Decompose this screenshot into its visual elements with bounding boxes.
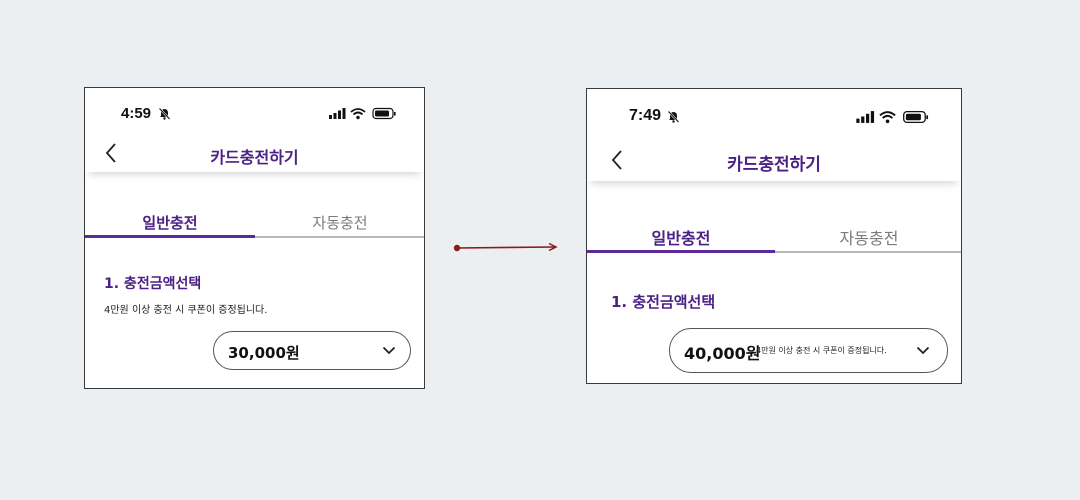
page-title: 카드충전하기: [210, 148, 299, 167]
amount-value: 30,000원: [228, 344, 300, 362]
bell-slash-icon: [667, 110, 680, 123]
signal-icon: [329, 108, 346, 119]
tab-bar: 일반충전 자동충전: [85, 212, 424, 238]
coupon-notice: 4만원 이상 충전 시 쿠폰이 증정됩니다.: [104, 305, 268, 316]
battery-icon: [372, 107, 396, 120]
tab-indicator: [587, 250, 775, 253]
page-title: 카드충전하기: [727, 155, 821, 175]
arrow-right-icon: [453, 242, 558, 252]
amount-value: 40,000원: [684, 344, 761, 363]
battery-icon: [903, 110, 929, 124]
tab-general-charge[interactable]: 일반충전: [142, 214, 198, 232]
tab-auto-charge[interactable]: 자동충전: [839, 229, 899, 248]
status-time: 4:59: [121, 105, 152, 122]
before-screen: 4:59: [84, 87, 425, 389]
tab-auto-charge[interactable]: 자동충전: [312, 214, 368, 232]
status-time: 7:49: [629, 107, 662, 124]
bell-slash-icon: [158, 107, 171, 120]
coupon-notice: 4만원 이상 충전 시 쿠폰이 증정됩니다.: [756, 346, 887, 355]
signal-icon: [856, 111, 875, 123]
back-chevron-icon[interactable]: [105, 142, 117, 164]
wifi-icon: [879, 111, 896, 124]
wifi-icon: [350, 108, 366, 120]
app-header: 카드충전하기: [85, 136, 424, 172]
status-icons: [329, 107, 396, 120]
back-chevron-icon[interactable]: [611, 149, 623, 171]
app-header: 카드충전하기: [587, 141, 961, 181]
section-title: 1. 충전금액선택: [611, 293, 716, 311]
tab-bar: 일반충전 자동충전: [587, 225, 961, 253]
amount-select[interactable]: 40,000원 4만원 이상 충전 시 쿠폰이 증정됩니다.: [669, 328, 948, 373]
section-title: 1. 충전금액선택: [104, 276, 202, 292]
tab-indicator: [85, 235, 255, 238]
amount-select[interactable]: 30,000원: [213, 331, 411, 370]
after-screen: 7:49: [586, 88, 962, 384]
chevron-down-icon: [382, 346, 396, 355]
chevron-down-icon: [916, 346, 930, 355]
status-icons: [856, 110, 929, 124]
tab-general-charge[interactable]: 일반충전: [651, 229, 711, 248]
status-bar: 7:49: [587, 89, 961, 137]
status-bar: 4:59: [85, 88, 424, 136]
